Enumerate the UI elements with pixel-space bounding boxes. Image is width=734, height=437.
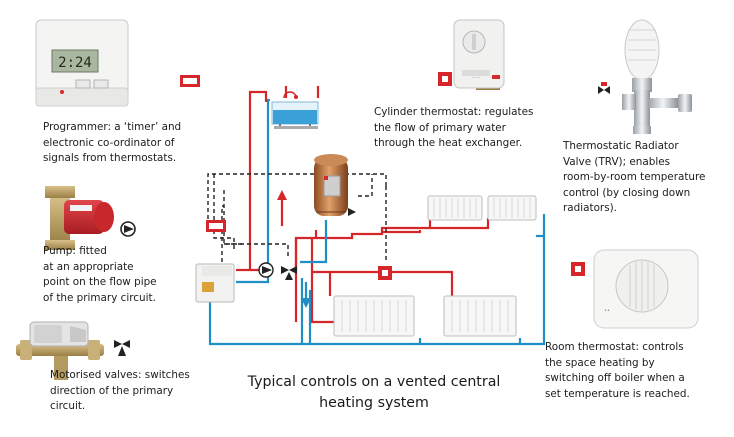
radiator-upper-left xyxy=(427,195,483,221)
radiator-lower-right xyxy=(443,295,517,337)
room-thermostat-caption-line: the space heating by xyxy=(545,356,655,369)
trv-caption-line: Thermostatic Radiator xyxy=(563,140,679,152)
programmer-display-text: 2:24 xyxy=(58,55,92,71)
radiator-upper-right xyxy=(487,195,537,221)
pump-caption: Pump: fitted at an appropriate point on … xyxy=(43,244,157,306)
trv-caption-line: Valve (TRV); enables xyxy=(563,155,671,168)
return-arrow-down xyxy=(301,282,311,308)
programmer-symbol xyxy=(206,220,226,232)
pump-symbol xyxy=(258,262,274,278)
trv-caption-line: radiators). xyxy=(563,202,617,214)
room-thermostat-caption-line: set temperature is reached. xyxy=(545,387,690,400)
cylinder-thermostat-caption-line: through the heat exchanger. xyxy=(374,137,523,149)
cylinder-thermostat-legend-icon xyxy=(438,72,452,86)
control-wiring xyxy=(207,173,387,262)
trv-device xyxy=(622,19,692,134)
diagram-title-line: heating system xyxy=(319,395,429,411)
diagram-title: Typical controls on a vented central hea… xyxy=(236,372,512,414)
diagram-title-line: Typical controls on a vented central xyxy=(247,374,501,390)
motorised-valves-caption-line: circuit. xyxy=(50,400,86,412)
hot-water-cylinder xyxy=(314,154,348,216)
boiler xyxy=(195,263,235,303)
radiator-lower-left xyxy=(333,295,415,337)
trv-legend-icon xyxy=(598,82,610,94)
pipework xyxy=(208,86,546,346)
trv-caption-line: control (by closing down xyxy=(563,186,691,199)
pump-legend-icon xyxy=(120,221,136,237)
motorised-valve-device xyxy=(16,321,104,380)
svg-text:••: •• xyxy=(604,308,610,314)
cylinder-thermostat-device: ······· xyxy=(453,19,505,90)
cylinder-thermostat-caption: Cylinder thermostat: regulates the flow … xyxy=(374,105,533,152)
room-thermostat-legend-icon xyxy=(571,262,585,276)
pump-device xyxy=(45,186,114,250)
room-thermostat-caption-line: switching off boiler when a xyxy=(545,372,685,384)
cylinder-thermostat-caption-line: Cylinder thermostat: regulates xyxy=(374,106,534,118)
svg-text:·······: ······· xyxy=(472,75,481,80)
pump-caption-line: Pump: fitted xyxy=(43,245,107,257)
trv-symbol-diagram xyxy=(348,208,356,216)
programmer-caption-line: signals from thermostats. xyxy=(43,152,177,164)
pump-caption-line: point on the flow pipe xyxy=(43,276,157,288)
motorised-valves-caption-line: Motorised valves: switches xyxy=(50,369,190,381)
programmer-caption: Programmer: a ‘timer’ and electronic co-… xyxy=(43,120,181,167)
room-thermostat-caption: Room thermostat: controls the space heat… xyxy=(545,340,690,402)
programmer-device: 2:24 xyxy=(35,19,129,107)
trv-caption-line: room-by-room temperature xyxy=(563,171,706,183)
room-thermostat-device: •• xyxy=(593,249,699,329)
motorised-valve-symbol xyxy=(281,266,297,280)
cylinder-thermostat-symbol xyxy=(378,266,392,280)
programmer-legend-icon xyxy=(180,75,200,87)
cylinder-thermostat-caption-line: the flow of primary water xyxy=(374,121,506,134)
programmer-caption-line: Programmer: a ‘timer’ and xyxy=(43,121,182,133)
motorised-valves-caption: Motorised valves: switches direction of … xyxy=(50,368,190,415)
pump-caption-line: of the primary circuit. xyxy=(43,291,156,304)
motorised-valve-legend-icon xyxy=(114,340,130,356)
room-thermostat-caption-line: Room thermostat: controls xyxy=(545,341,684,353)
trv-caption: Thermostatic Radiator Valve (TRV); enabl… xyxy=(563,139,705,217)
motorised-valves-caption-line: direction of the primary xyxy=(50,384,174,397)
programmer-caption-line: electronic co-ordinator of xyxy=(43,136,175,149)
flow-arrow-up xyxy=(277,190,287,226)
feed-tank xyxy=(271,91,319,129)
pump-caption-line: at an appropriate xyxy=(43,260,134,273)
